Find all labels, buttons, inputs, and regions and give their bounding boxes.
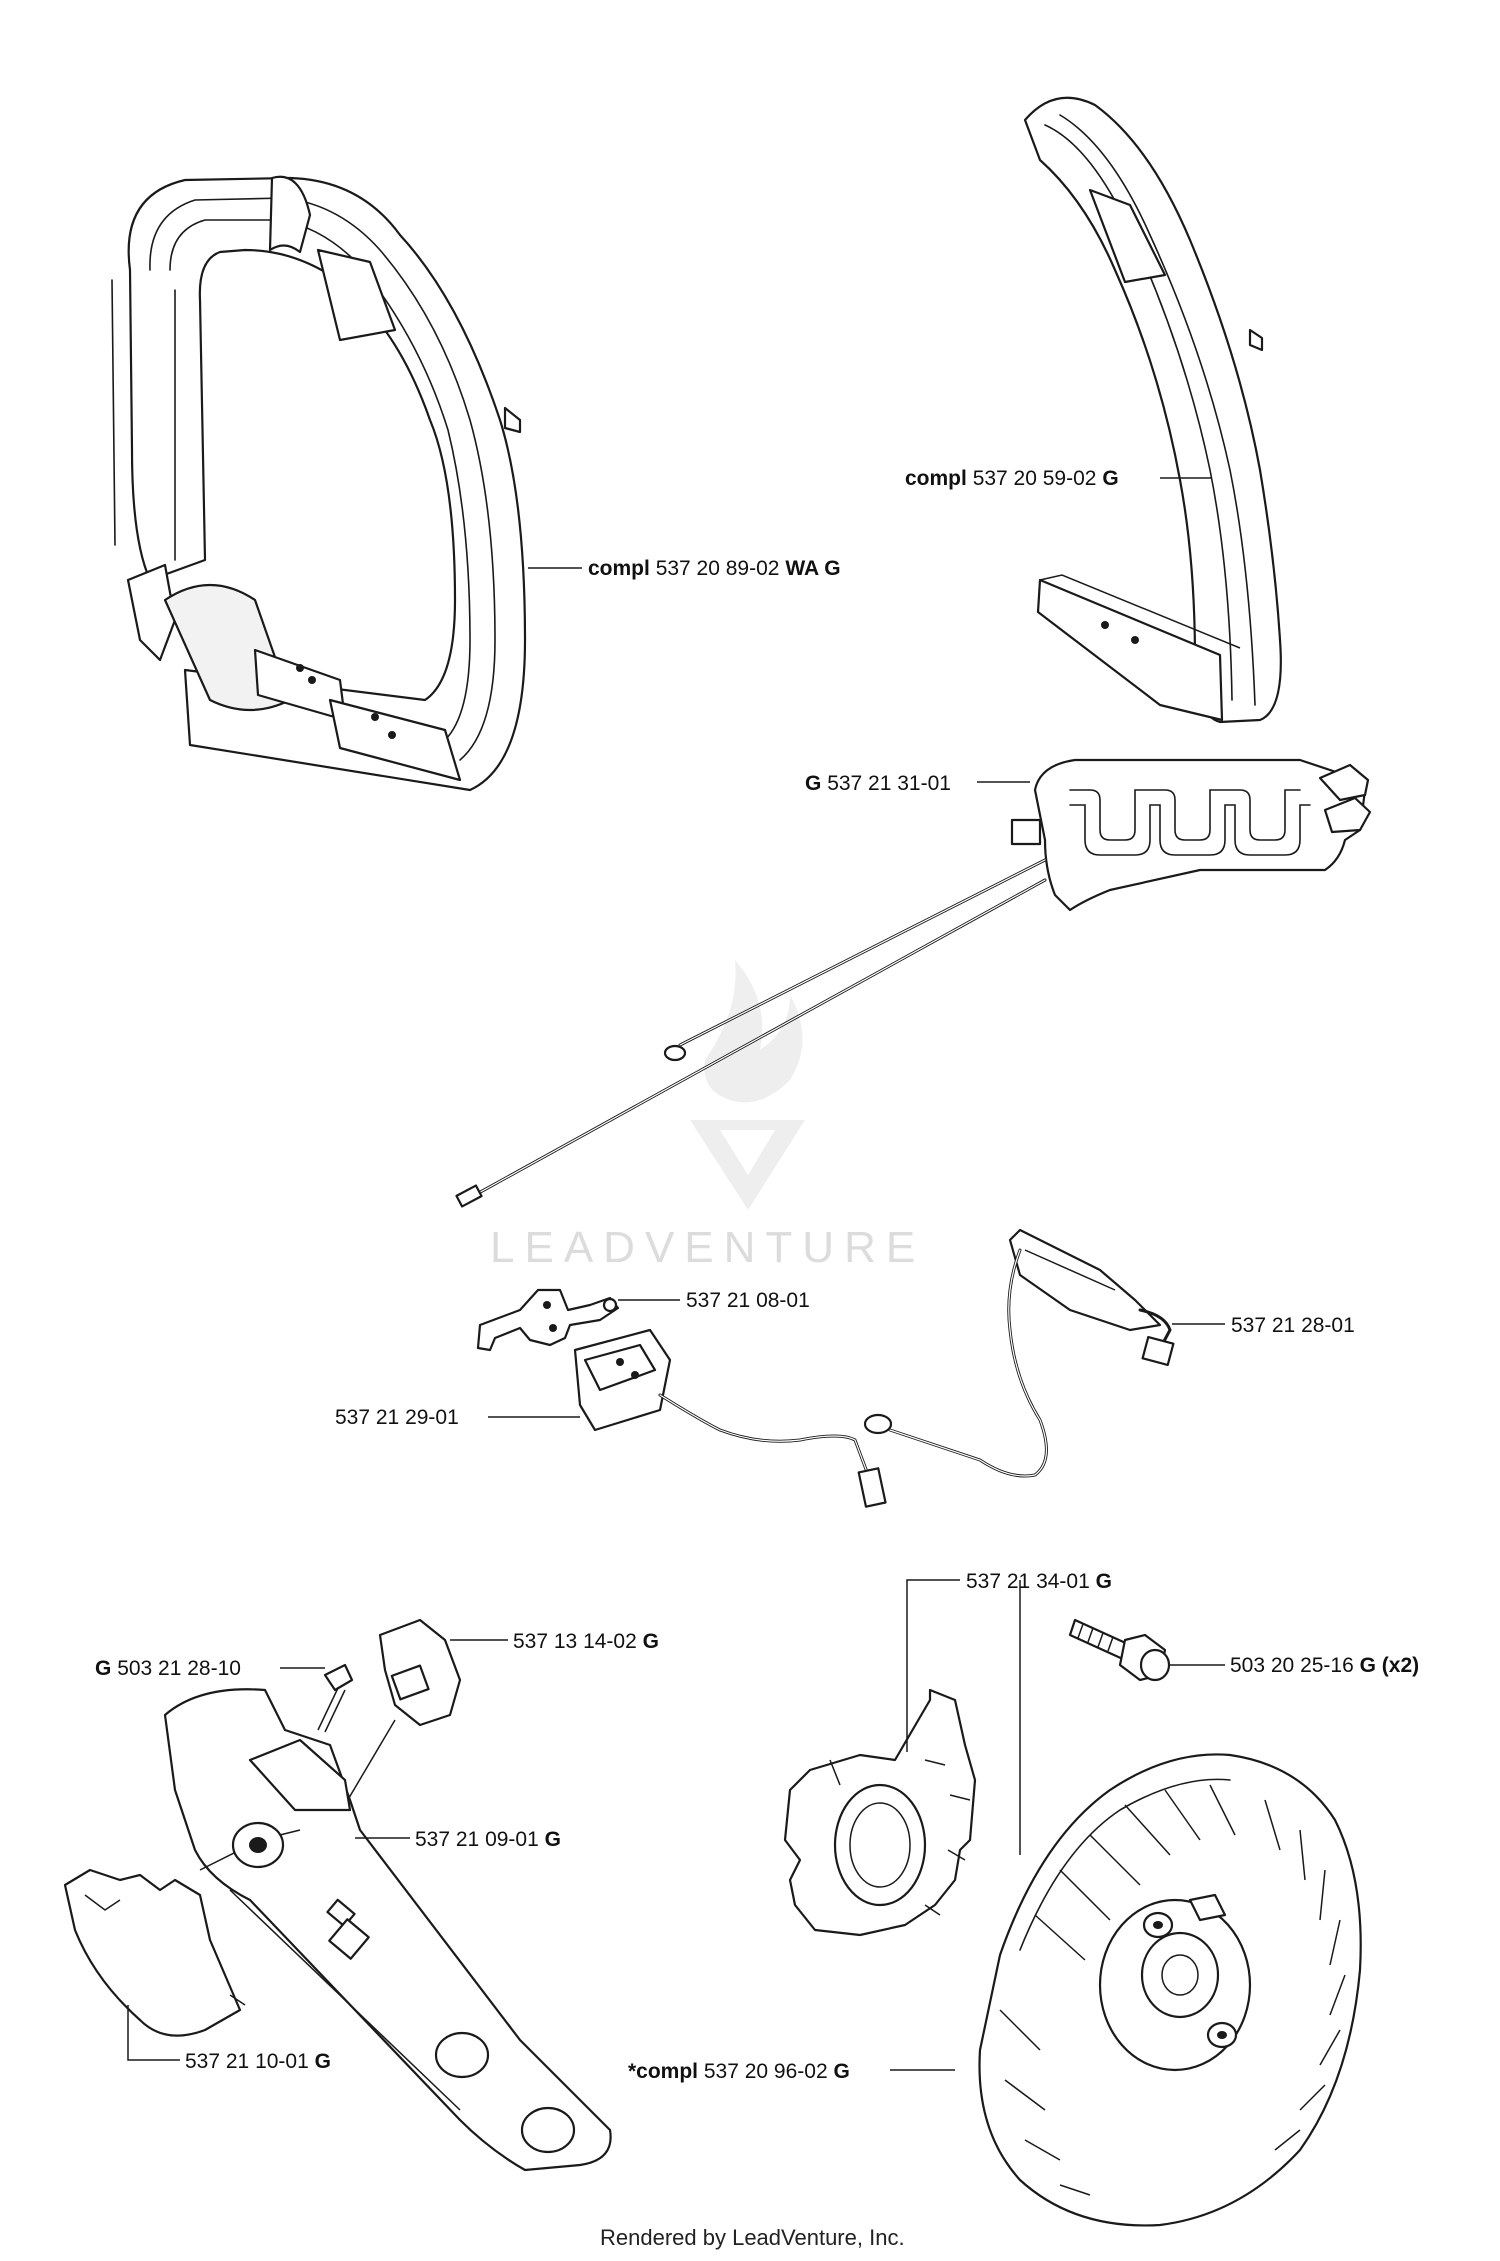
flywheel-label[interactable]: *compl 537 20 96-02 G: [628, 2060, 850, 2083]
cable-label[interactable]: 537 21 28-01: [1231, 1314, 1355, 1337]
bracket-part[interactable]: [476, 1288, 620, 1352]
connector-label[interactable]: 537 13 14-02 G: [513, 1630, 659, 1653]
ignition-module-part[interactable]: [783, 1688, 977, 1937]
bottom-cover-label[interactable]: 537 21 10-01 G: [185, 2050, 331, 2073]
leadventure-watermark: LEADVENTURE: [490, 960, 925, 1272]
bottom-cover-leader: [127, 2005, 180, 2061]
housing-cover-part[interactable]: [163, 1688, 612, 2172]
watermark-text: LEADVENTURE: [490, 1223, 925, 1272]
bottom-cover-part[interactable]: [63, 1868, 246, 2037]
ignition-module-leader: [906, 1579, 960, 1752]
heating-element-label[interactable]: G 537 21 31-01: [805, 772, 951, 795]
ignition-module-label[interactable]: 537 21 34-01 G: [966, 1570, 1112, 1593]
front-handle-label[interactable]: compl 537 20 89-02 WA G: [588, 557, 841, 580]
switch-part[interactable]: [573, 1328, 887, 1508]
heating-element-part[interactable]: [1010, 758, 1372, 912]
flywheel-part[interactable]: [978, 1753, 1362, 2227]
screw-part[interactable]: [317, 1663, 354, 1733]
bolt-label[interactable]: 503 20 25-16 G (x2): [1230, 1654, 1419, 1677]
rear-handle-label[interactable]: compl 537 20 59-02 G: [905, 467, 1119, 490]
bracket-label[interactable]: 537 21 08-01: [686, 1289, 810, 1312]
rear-handle-part[interactable]: [1023, 96, 1282, 724]
screw-label[interactable]: G 503 21 28-10: [95, 1657, 241, 1680]
switch-label[interactable]: 537 21 29-01: [335, 1406, 459, 1429]
cable-part[interactable]: [863, 1228, 1175, 1478]
front-handle-part[interactable]: [111, 175, 527, 792]
bolt-part[interactable]: [1068, 1618, 1171, 1682]
heating-element-wires: [455, 858, 1047, 1208]
connector-part[interactable]: [329, 1618, 462, 1831]
housing-cover-label[interactable]: 537 21 09-01 G: [415, 1828, 561, 1851]
leadventure-logo-icon: [690, 960, 805, 1210]
footer-credit: Rendered by LeadVenture, Inc.: [600, 2225, 905, 2250]
